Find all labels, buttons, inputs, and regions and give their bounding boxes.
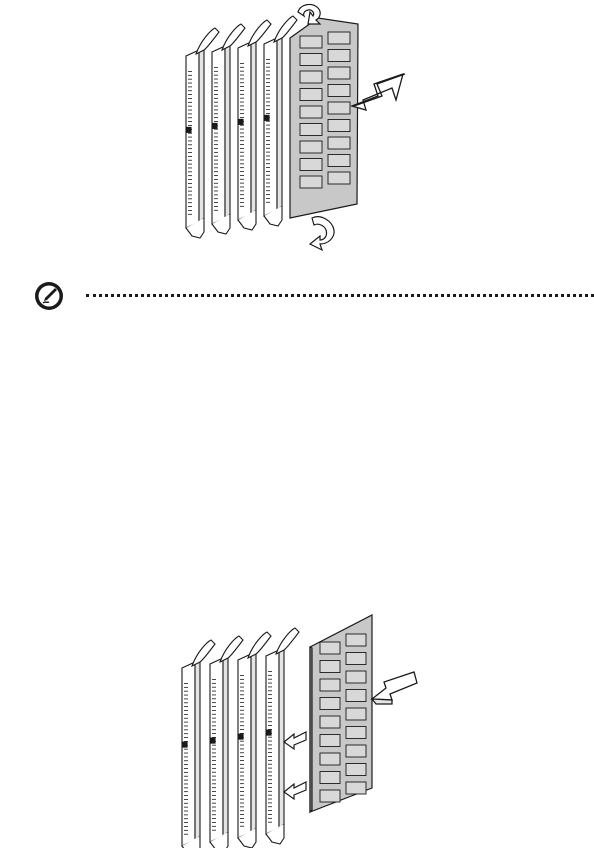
slot-body [266,650,279,834]
memory-chip [328,155,350,167]
slot-body [238,654,251,838]
slot-clip-top [276,628,299,654]
note-callout [34,281,594,311]
memory-chip [346,708,366,720]
memory-chip [320,716,340,728]
memory-chip [328,32,350,44]
slot-body [210,658,223,842]
remove-module-illustration [160,0,430,256]
memory-chip [328,67,350,79]
memory-chip [300,54,322,66]
push-in-arrow [372,672,417,704]
slot-key [265,115,269,120]
memory-chip [346,634,366,646]
slot-key [187,127,191,132]
slot-key [213,123,217,128]
memory-chip [346,653,366,665]
memory-chip [320,642,340,654]
memory-chip [320,698,340,710]
memory-chip [300,71,322,83]
slot-rail [195,658,200,840]
memory-chip [346,671,366,683]
memory-chip [328,137,350,149]
memory-chip [328,102,350,114]
note-pen-icon [34,281,64,311]
memory-chip [346,764,366,776]
slot-rail [277,34,282,210]
memory-chip [300,89,322,101]
slot-clip-top [248,632,271,658]
memory-chip [320,753,340,765]
slot-key [239,119,243,124]
install-module-illustration [160,612,450,848]
memory-chip [320,661,340,673]
rotate-clip-top-arrow [298,5,320,24]
memory-chip [300,106,322,118]
memory-chip [300,159,322,171]
slot-rail [251,38,256,214]
memory-chip [320,735,340,747]
notch-align-arrow-lower [284,782,306,799]
memory-chip [328,172,350,184]
notch-align-arrow-upper [284,732,306,749]
slot-body [264,38,277,216]
slot-clip-top [220,636,243,662]
slot-clip-top [192,640,215,666]
slot-key [267,730,271,735]
memory-chip [300,141,322,153]
note-divider [86,294,594,297]
slot-rail [279,646,284,828]
slot-body [186,50,199,228]
slot-rail [251,650,256,832]
pull-out-arrow [352,74,405,110]
memory-chip [300,124,322,136]
slot-body [182,662,195,846]
memory-module [290,18,358,218]
slot-key [183,742,187,747]
dimm-slots [182,628,299,848]
memory-chip [346,745,366,757]
slot-body [238,42,251,220]
memory-module [310,615,372,812]
memory-chip [300,176,322,188]
memory-chip [300,36,322,48]
slot-key [211,738,215,743]
slot-key [239,734,243,739]
memory-chip [328,85,350,97]
memory-chip [346,690,366,702]
slot-rail [199,46,204,222]
memory-chip [346,727,366,739]
memory-chip [346,782,366,794]
rotate-clip-bottom-arrow [310,217,334,250]
memory-chip [328,120,350,132]
dimm-slots [186,16,297,238]
memory-chip [320,679,340,691]
memory-chip [320,772,340,784]
memory-chip [320,790,340,802]
slot-body [212,46,225,224]
slot-rail [225,42,230,218]
memory-chip [328,50,350,62]
slot-rail [223,654,228,836]
